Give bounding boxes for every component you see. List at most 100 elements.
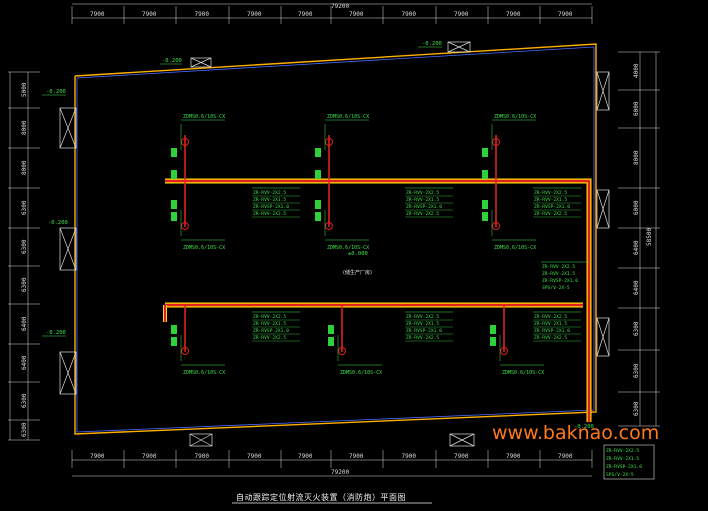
top-span-dimension: 7900 [506,11,521,18]
left-span-dimension: 8000 [21,120,28,135]
legend-spec: SPS/V-2X-5 [542,285,570,291]
cable-spec-box: ZR-RVV-2X2.5ZR-RVV-2X1.5ZR-RVSP-2X1.0ZR-… [405,311,453,342]
monitor-label: ZDMS0.6/10S-CX [327,114,369,120]
cable-spec-text: ZR-RVV-2X2.5 [534,314,567,320]
cable-spec-text: ZR-RVSP-2X1.0 [406,328,442,334]
cable-spec-text: ZR-RVV-2X2.5 [406,190,439,196]
bottom-span-dimension: 7900 [142,453,157,460]
cable-spec-text: ZR-RVV-2X1.5 [406,197,439,203]
left-span-dimension: 8000 [21,160,28,175]
pipe-network [163,135,592,422]
cable-spec-text: ZR-RVV-2X1.5 [253,321,286,327]
left-span-dimension: 6300 [21,239,28,254]
top-span-dimension: 7900 [454,11,469,18]
right-total-dimension: 58500 [646,228,653,246]
cable-spec-text: ZR-RVSP-2X1.0 [534,204,570,210]
bottom-span-dimension: 7900 [454,453,469,460]
left-span-dimension: 5000 [21,82,28,97]
monitor-label: ZDMS0.6/10S-CX [340,370,382,376]
cable-spec-text: ZR-RVV-2X2.5 [534,335,567,341]
fire-monitor: ZDMS0.6/10S-CX [490,325,544,376]
right-span-dimension: 6300 [633,321,640,336]
fire-monitor: ZDMS0.6/10S-CX [328,325,382,376]
windows [59,41,610,447]
top-span-dimension: 7900 [142,11,157,18]
bottom-span-dimension: 7900 [506,453,521,460]
monitor-group: ZDMS0.6/10S-CX ZDMS0.6/10S-CX ZDMS0.6/10S-… [171,114,544,376]
monitor-label: ZDMS0.6/10S-CX [183,114,225,120]
cable-spec-text: ZR-RVSP-2X1.0 [253,204,289,210]
cable-spec-box: ZR-RVV-2X2.5ZR-RVV-2X1.5ZR-RVSP-2X1.0ZR-… [252,187,300,218]
right-span-dimension: 6400 [633,240,640,255]
bottom-span-dimension: 7900 [247,453,262,460]
cable-spec-text: ZR-RVV-2X2.5 [534,190,567,196]
cable-spec-text: ZR-RVV-2X1.5 [534,197,567,203]
left-span-dimension: 6300 [21,200,28,215]
fire-monitor: ZDMS0.6/10S-CX [482,200,536,251]
left-span-dimension: 6400 [21,316,28,331]
bottom-total-dimension: 79200 [331,469,349,476]
monitor-label: ZDMS0.6/10S-CX [327,245,369,251]
top-span-dimension: 7900 [247,11,262,18]
legend-spec-bottom: SPS/V-2X-5 [606,472,634,478]
right-span-dimension: 8000 [633,150,640,165]
legend-spec: ZR-RVV-2X1.5 [542,271,575,277]
area-note: (储生产厂房) [343,269,372,276]
legend-spec-bottom: ZR-RVV-2X2.5 [606,448,639,454]
cable-spec-text: ZR-RVV-2X2.5 [406,335,439,341]
fire-monitor: ZDMS0.6/10S-CX [171,200,225,251]
cable-spec-text: ZR-RVSP-2X1.0 [406,204,442,210]
legend-box: ZR-RVV-2X2.5 ZR-RVV-2X1.5 ZR-RVSP-2X1.0 … [541,261,655,480]
monitor-label: ZDMS0.6/10S-CX [183,370,225,376]
bottom-span-dimension: 7900 [402,453,417,460]
left-span-dimension: 6400 [21,355,28,370]
fire-monitor: ZDMS0.6/10S-CX [482,114,536,179]
legend-spec: ZR-RVSP-2X1.0 [542,278,578,284]
cable-spec-text: ZR-RVV-2X1.5 [406,321,439,327]
right-span-dimension: 6300 [633,401,640,416]
grid-lines [8,3,660,477]
cable-spec-text: ZR-RVV-2X2.5 [406,314,439,320]
cable-spec-text: ZR-RVV-2X2.5 [253,335,286,341]
right-span-dimension: 6300 [633,363,640,378]
top-span-dimension: 7900 [402,11,417,18]
cable-spec-box: ZR-RVV-2X2.5ZR-RVV-2X1.5ZR-RVSP-2X1.0ZR-… [533,311,581,342]
elevation-label: -0.200 [162,58,182,64]
top-span-dimension: 7900 [90,11,105,18]
right-span-dimension: 6000 [633,101,640,116]
monitor-label: ZDMS0.6/10S-CX [183,245,225,251]
top-span-dimension: 7900 [349,11,364,18]
right-span-dimension: 4000 [633,63,640,78]
right-span-dimension: 6400 [633,280,640,295]
left-span-dimension: 6300 [21,277,28,292]
cable-spec-box: ZR-RVV-2X2.5ZR-RVV-2X1.5ZR-RVSP-2X1.0ZR-… [252,311,300,342]
fire-monitor: ZDMS0.6/10S-CX [171,325,225,376]
cable-spec-box: ZR-RVV-2X2.5ZR-RVV-2X1.5ZR-RVSP-2X1.0ZR-… [405,187,453,218]
elevation-markers: -0.200 -0.200 -0.200 -0.200 -0.200 -0.20… [42,41,594,430]
cable-spec-text: ZR-RVV-2X2.5 [253,314,286,320]
top-total-dimension: 79200 [331,3,349,10]
left-span-dimension: 6300 [21,422,28,437]
drawing-title: 自动跟踪定位射流灭火装置（消防炮）平面图 [236,492,406,502]
cable-spec-text: ZR-RVV-2X1.5 [253,197,286,203]
top-span-dimension: 7900 [558,11,573,18]
monitor-label: ZDMS0.6/10S-CX [494,114,536,120]
cable-spec-text: ZR-RVV-2X2.5 [406,211,439,217]
bottom-span-dimension: 7900 [298,453,313,460]
monitor-label: ZDMS0.6/10S-CX [502,370,544,376]
watermark: www.baknao.com [492,422,659,444]
elevation-label: -0.200 [46,330,66,336]
cable-spec-text: ZR-RVSP-2X1.0 [534,328,570,334]
cable-spec-box: ZR-RVV-2X2.5ZR-RVV-2X1.5ZR-RVSP-2X1.0ZR-… [533,187,581,218]
legend-spec-bottom: ZR-RVSP-2X1.0 [606,464,642,470]
elevation-label: -0.200 [48,220,68,226]
cable-spec-text: ZR-RVSP-2X1.0 [253,328,289,334]
elevation-label: -0.200 [422,41,442,47]
fire-monitor: ZDMS0.6/10S-CX [315,200,369,251]
bottom-span-dimension: 7900 [349,453,364,460]
